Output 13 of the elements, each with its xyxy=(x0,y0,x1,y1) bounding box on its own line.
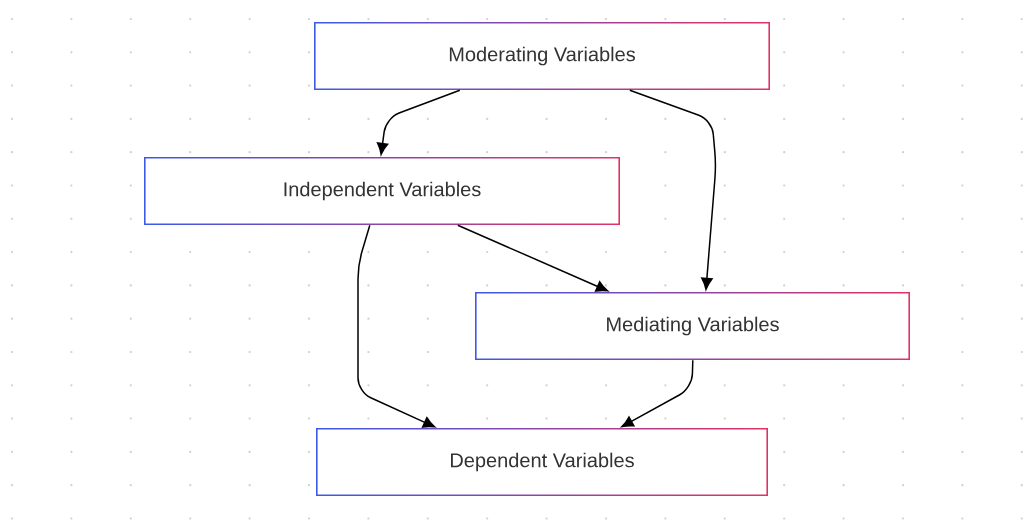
node-label: Moderating Variables xyxy=(449,46,635,66)
process-box: Independent Variables xyxy=(145,158,619,224)
process-box: Mediating Variables xyxy=(476,293,909,359)
arrow xyxy=(376,89,461,156)
process-box: Dependent Variables xyxy=(317,429,767,495)
arrow xyxy=(621,359,694,428)
arrow xyxy=(629,89,717,291)
node-label: Dependent Variables xyxy=(451,452,634,472)
node-label: Independent Variables xyxy=(284,181,481,201)
arrow xyxy=(457,224,609,292)
node-label: Mediating Variables xyxy=(607,316,779,336)
process-box: Moderating Variables xyxy=(315,23,769,89)
arrow xyxy=(357,224,436,428)
